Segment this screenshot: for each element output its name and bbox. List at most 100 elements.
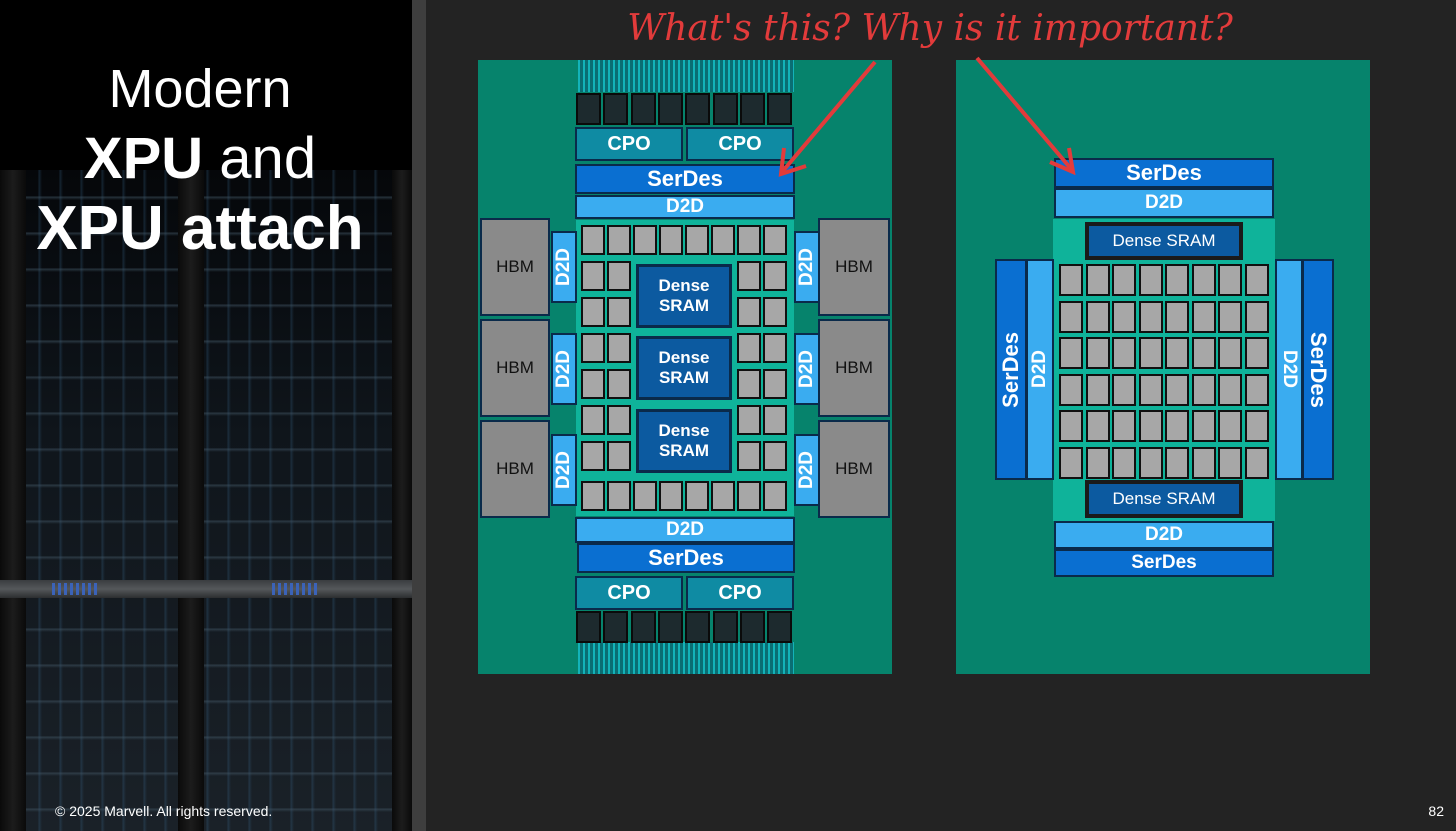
optical-pad	[603, 611, 629, 643]
d2d-side: D2D	[551, 333, 577, 405]
compute-core	[1112, 300, 1136, 333]
compute-core	[763, 333, 787, 363]
optical-pad	[657, 611, 683, 643]
compute-core	[1165, 264, 1189, 296]
optical-pad	[739, 611, 765, 643]
compute-core	[685, 481, 709, 511]
fiber-bundle-bottom	[578, 642, 794, 674]
d2d-side: D2D	[551, 434, 577, 506]
compute-core	[1244, 264, 1269, 296]
compute-core	[1191, 373, 1216, 406]
dense-sram-block: Dense SRAM	[1085, 222, 1243, 260]
hbm-stack: HBM	[480, 319, 550, 417]
d2d-bottom: D2D	[575, 517, 795, 543]
compute-core	[737, 225, 761, 255]
optical-pad	[712, 611, 738, 643]
compute-core	[763, 225, 787, 255]
d2d-top: D2D	[575, 195, 795, 219]
port-dots	[272, 583, 318, 595]
compute-core	[1059, 337, 1083, 369]
d2d-side: D2D	[794, 434, 820, 506]
optical-pad	[767, 93, 793, 125]
compute-core	[1165, 300, 1189, 333]
compute-core	[1085, 410, 1110, 442]
optical-pad	[712, 93, 738, 125]
serdes-bottom: SerDes	[577, 543, 795, 573]
title-line-2: XPU and	[0, 130, 400, 188]
d2d-right-label: D2D	[1279, 350, 1300, 389]
compute-core	[763, 405, 787, 435]
compute-core	[1112, 264, 1136, 296]
d2d-bottom: D2D	[1054, 521, 1274, 549]
d2d-side-label: D2D	[796, 450, 817, 489]
serdes-bottom: SerDes	[1054, 549, 1274, 577]
cpo-block: CPO	[575, 127, 683, 161]
compute-core	[711, 481, 735, 511]
compute-core	[607, 441, 631, 471]
optical-pad	[685, 93, 711, 125]
compute-core	[607, 261, 631, 291]
d2d-side: D2D	[794, 231, 820, 303]
compute-core	[659, 481, 683, 511]
page-number: 82	[1428, 803, 1444, 819]
compute-core	[1138, 410, 1163, 442]
serdes-top: SerDes	[1054, 158, 1274, 188]
title-line-1: Modern	[108, 59, 292, 119]
compute-core	[1218, 337, 1242, 369]
compute-core	[737, 369, 761, 399]
compute-core	[1112, 337, 1136, 369]
compute-core	[633, 481, 657, 511]
compute-core	[1191, 300, 1216, 333]
compute-core	[763, 297, 787, 327]
cpo-block: CPO	[686, 576, 794, 610]
compute-core	[1138, 337, 1163, 369]
compute-core	[763, 261, 787, 291]
hbm-stack: HBM	[818, 420, 890, 518]
compute-core	[737, 261, 761, 291]
compute-core	[581, 297, 605, 327]
compute-core	[1244, 337, 1269, 369]
dense-sram-block: Dense SRAM	[1085, 480, 1243, 518]
hbm-stack: HBM	[818, 218, 890, 316]
compute-core	[1244, 300, 1269, 333]
server-rack-photo	[0, 170, 412, 831]
optical-pad	[630, 611, 656, 643]
cpo-block: CPO	[575, 576, 683, 610]
compute-core	[1085, 337, 1110, 369]
optical-pad	[630, 93, 656, 125]
compute-core	[581, 225, 605, 255]
compute-core	[607, 297, 631, 327]
compute-core	[1138, 373, 1163, 406]
hbm-stack: HBM	[480, 420, 550, 518]
optical-pad	[767, 611, 793, 643]
compute-core	[1191, 264, 1216, 296]
rack-post	[0, 170, 26, 831]
compute-core	[737, 481, 761, 511]
port-dots	[52, 583, 98, 595]
compute-core	[1191, 337, 1216, 369]
compute-core	[1191, 446, 1216, 479]
compute-core	[607, 333, 631, 363]
compute-core	[607, 405, 631, 435]
compute-core	[607, 369, 631, 399]
compute-core	[1138, 300, 1163, 333]
optical-pad	[603, 93, 629, 125]
title-panel: Modern XPU and XPU attach © 2025 Marvell…	[0, 0, 412, 831]
compute-core	[1138, 446, 1163, 479]
serdes-right: SerDes	[1302, 259, 1334, 480]
compute-core	[1059, 410, 1083, 442]
d2d-left: D2D	[1026, 259, 1054, 480]
rack-post	[392, 170, 412, 831]
optical-pad	[576, 611, 601, 643]
rack-switch	[0, 580, 412, 598]
title-and: and	[203, 126, 317, 191]
compute-core	[711, 225, 735, 255]
compute-core	[1244, 373, 1269, 406]
optical-pad	[657, 93, 683, 125]
compute-core	[737, 441, 761, 471]
compute-core	[581, 261, 605, 291]
compute-core	[1218, 264, 1242, 296]
d2d-side-label: D2D	[553, 349, 574, 388]
compute-core	[1244, 410, 1269, 442]
d2d-side-label: D2D	[553, 247, 574, 286]
